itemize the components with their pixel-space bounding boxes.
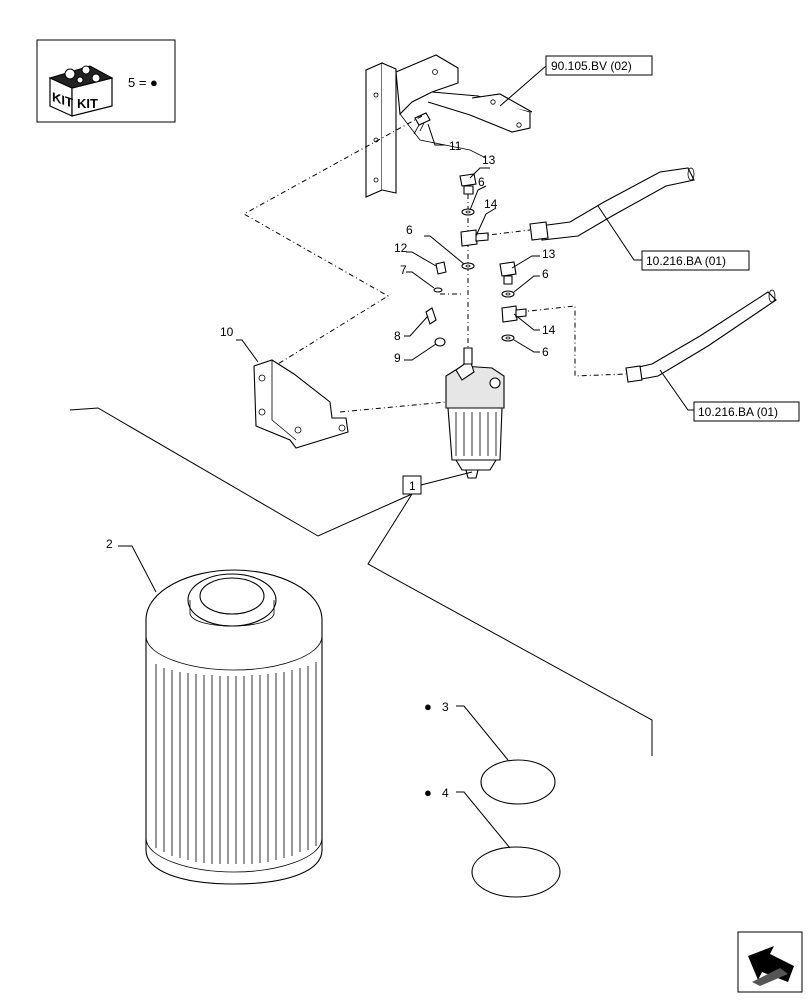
hose-lower xyxy=(519,289,777,411)
small-parts-left: 12 7 8 9 xyxy=(394,241,464,365)
callout-2: 2 xyxy=(106,537,113,551)
callout-10: 10 xyxy=(220,325,234,339)
callout-14-upper: 14 xyxy=(484,197,498,211)
callout-3: 3 xyxy=(442,700,449,714)
kit-label-right: KIT xyxy=(77,96,98,111)
callout-6-mid: 6 xyxy=(542,267,549,281)
bolt-11: 11 xyxy=(413,112,462,153)
kit-box-icon: KIT KIT xyxy=(48,65,114,117)
callout-6-left: 6 xyxy=(406,223,413,237)
callout-6-upper: 6 xyxy=(478,175,485,189)
hose-upper xyxy=(479,167,695,261)
reference-90-105-bv[interactable]: 90.105.BV (02) xyxy=(499,55,653,107)
callout-14-lower: 14 xyxy=(542,323,556,337)
detail-wedge-lines xyxy=(69,407,653,756)
callout-11: 11 xyxy=(449,139,462,153)
reference-90-105-bv-text: 90.105.BV (02) xyxy=(551,59,632,73)
o-ring-4: ● 4 xyxy=(424,785,561,898)
callout-4: 4 xyxy=(442,786,449,800)
kit-label-left: KIT xyxy=(52,89,73,110)
reference-10-216-ba-upper-text: 10.216.BA (01) xyxy=(646,254,726,268)
filter-assembly xyxy=(339,347,505,479)
callout-8: 8 xyxy=(394,329,401,343)
filter-cartridge-2: 2 xyxy=(106,537,323,885)
reference-10-216-ba-lower[interactable]: 10.216.BA (01) xyxy=(693,401,800,422)
filter-pleats xyxy=(155,662,317,864)
fitting-stack-upper: 13 6 14 6 xyxy=(406,153,498,370)
next-page-arrow-icon[interactable] xyxy=(737,931,803,993)
callout-1-box[interactable]: 1 xyxy=(402,471,473,495)
kit-legend-text: 5 = ● xyxy=(128,75,158,90)
reference-10-216-ba-lower-text: 10.216.BA (01) xyxy=(698,405,778,419)
fitting-stack-lower: 13 6 14 6 xyxy=(499,247,556,359)
callout-7: 7 xyxy=(400,263,407,277)
callout-13-upper: 13 xyxy=(482,153,496,167)
callout-9: 9 xyxy=(394,351,401,365)
kit-marker-3: ● xyxy=(424,699,432,714)
kit-marker-4: ● xyxy=(424,785,432,800)
o-ring-3: ● 3 xyxy=(424,699,556,805)
kit-legend: KIT KIT 5 = ● xyxy=(36,39,176,123)
callout-1: 1 xyxy=(409,479,416,493)
reference-10-216-ba-upper[interactable]: 10.216.BA (01) xyxy=(641,250,750,271)
mounting-bracket-frame xyxy=(365,54,533,198)
bracket-plate-10: 10 xyxy=(220,115,423,449)
callout-12: 12 xyxy=(394,241,408,255)
callout-13-lower: 13 xyxy=(542,247,556,261)
callout-6-lower: 6 xyxy=(542,345,549,359)
